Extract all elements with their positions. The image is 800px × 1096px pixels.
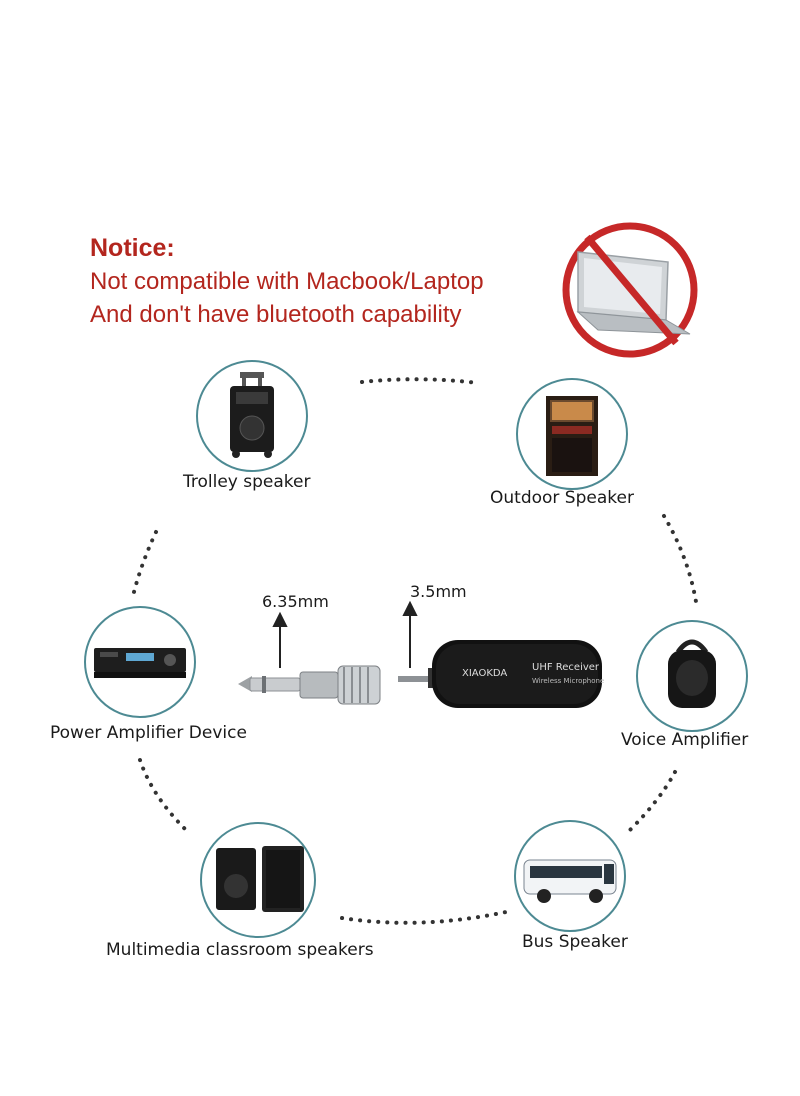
dots-bottom — [340, 910, 508, 925]
label-outdoor-speaker: Outdoor Speaker — [490, 488, 634, 508]
label-power-amplifier: Power Amplifier Device — [50, 723, 247, 743]
power-amplifier-icon — [94, 648, 186, 678]
trolley-speaker-icon — [230, 372, 274, 458]
bus-icon — [523, 859, 617, 903]
dots-top-right — [662, 514, 699, 610]
dots-right-lower — [628, 770, 677, 832]
outdoor-speaker-circle — [516, 378, 628, 490]
power-amplifier-circle — [84, 606, 196, 718]
adapter-plug — [238, 665, 381, 705]
label-trolley-speaker: Trolley speaker — [183, 472, 311, 492]
label-6-35mm: 6.35mm — [262, 592, 329, 611]
no-laptop-sign — [562, 222, 698, 358]
voice-amplifier-circle — [636, 620, 748, 732]
dots-left-upper — [130, 530, 158, 602]
notice-line-1: Not compatible with Macbook/Laptop — [90, 268, 484, 295]
receiver-brand: XIAOKDA — [462, 668, 508, 679]
notice-block: Notice: Not compatible with Macbook/Lapt… — [90, 232, 484, 331]
label-bus-speaker: Bus Speaker — [522, 932, 628, 952]
trolley-speaker-circle — [196, 360, 308, 472]
arrow-large — [272, 611, 288, 627]
outdoor-speaker-icon — [546, 396, 598, 476]
notice-line-2: And don't have bluetooth capability — [90, 301, 462, 328]
receiver-model: UHF Receiver — [532, 662, 600, 673]
label-voice-amplifier: Voice Amplifier — [621, 730, 749, 750]
receiver-dongle — [398, 640, 602, 708]
arrow-small — [402, 600, 418, 616]
voice-amplifier-icon — [668, 639, 716, 708]
classroom-speakers-circle — [200, 822, 316, 938]
classroom-speakers-icon — [216, 846, 304, 912]
bus-speaker-circle — [514, 820, 626, 932]
receiver-subtitle: Wireless Microphone — [532, 677, 605, 685]
label-3-5mm: 3.5mm — [410, 582, 467, 601]
dots-left-lower — [138, 758, 188, 832]
notice-title: Notice: — [90, 234, 175, 262]
label-classroom-speakers: Multimedia classroom speakers — [106, 940, 374, 960]
dots-top — [360, 377, 480, 385]
